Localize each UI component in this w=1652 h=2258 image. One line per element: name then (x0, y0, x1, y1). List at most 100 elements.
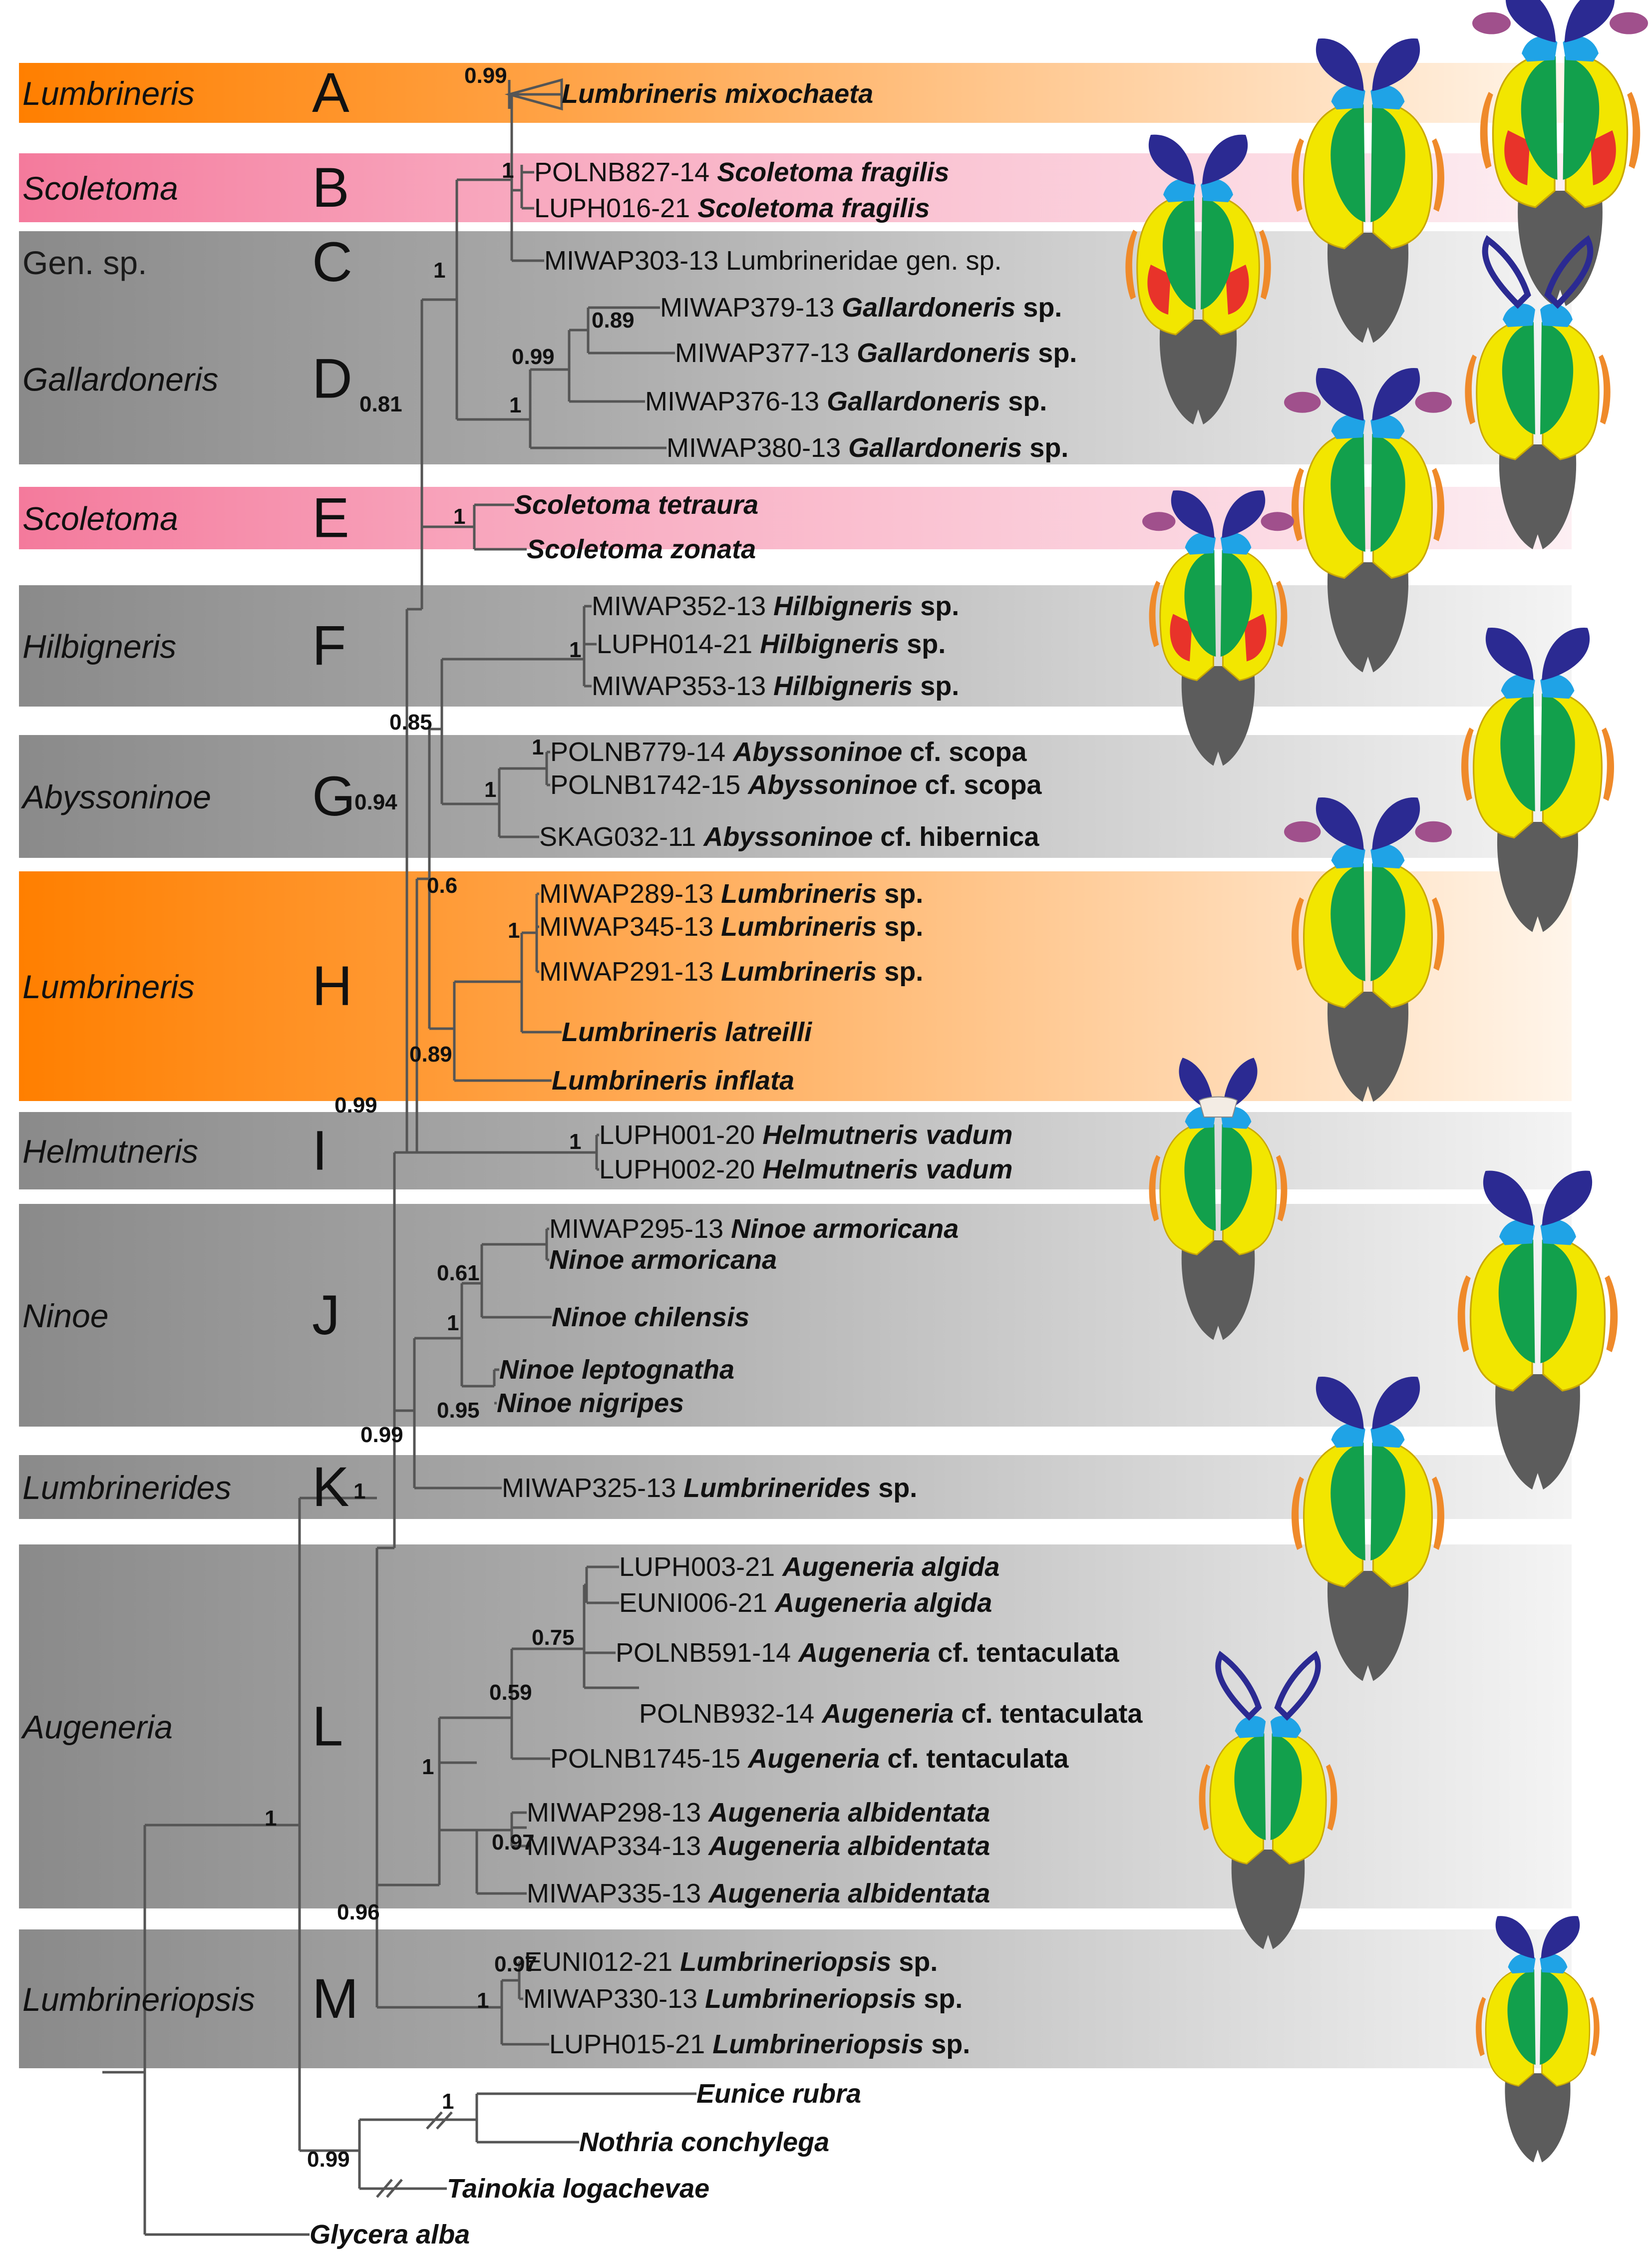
clade-letter-label: H (312, 955, 352, 1017)
branch (453, 892, 562, 1082)
support-value: 1 (433, 258, 445, 283)
clade-band-d (19, 293, 1572, 464)
clade-letter-label: D (312, 348, 352, 410)
support-value: 1 (509, 393, 521, 417)
jaw-drawing-i (1149, 1058, 1288, 1340)
jaw-drawing-e (1284, 368, 1452, 673)
tip-label: SKAG032-11 Abyssoninoe cf. hibernica (539, 822, 1039, 852)
support-value: 0.99 (334, 1093, 377, 1118)
branch (420, 298, 457, 527)
clade-band-c (19, 231, 1572, 293)
tip-label: POLNB779-14 Abyssoninoe cf. scopa (550, 737, 1027, 767)
clade-genus-label: Gallardoneris (22, 361, 219, 398)
tree-branches (102, 78, 696, 2236)
support-value: 0.99 (512, 345, 555, 369)
tip-label: LUPH014-21 Hilbigneris sp. (597, 629, 946, 659)
clade-letter-label: M (312, 1967, 358, 2030)
tip-label: MIWAP353-13 Hilbigneris sp. (592, 671, 959, 701)
support-value: 1 (569, 638, 581, 662)
support-value: 1 (569, 1129, 581, 1154)
support-value: 0.89 (409, 1042, 452, 1067)
clade-band-f (19, 585, 1572, 707)
tip-label: LUPH003-21 Augeneria algida (619, 1552, 999, 1582)
tip-label: POLNB591-14 Augeneria cf. tentaculata (616, 1638, 1119, 1668)
tip-label: MIWAP295-13 Ninoe armoricana (549, 1214, 959, 1244)
support-value: 0.59 (489, 1680, 532, 1705)
support-value: 1 (442, 2089, 454, 2114)
branch (520, 165, 534, 210)
support-value: 0.6 (427, 873, 457, 898)
clade-genus-label: Lumbrineriopsis (22, 1981, 255, 2018)
support-value: 0.99 (464, 63, 507, 88)
branch (375, 1411, 441, 2009)
tip-label: MIWAP377-13 Gallardoneris sp. (675, 338, 1077, 368)
tip-label: Nothria conchylega (579, 2127, 829, 2157)
branch (510, 1565, 639, 1760)
branch (389, 1960, 549, 2046)
jaw-drawing-k (1292, 1377, 1444, 1681)
branch (422, 503, 527, 551)
jaw-drawing-f (1142, 490, 1294, 766)
support-value: 0.75 (532, 1625, 575, 1650)
tip-label: Lumbrineris mixochaeta (562, 79, 873, 109)
jaw-drawing-c (1125, 134, 1271, 424)
support-value: 1 (508, 918, 520, 943)
tip-label: Lumbrineris latreilli (562, 1017, 812, 1047)
clade-letter-label: F (312, 615, 346, 677)
clade-genus-label: Helmutneris (22, 1133, 198, 1170)
branch (457, 370, 532, 421)
tip-label: MIWAP303-13 Lumbrineridae gen. sp. (544, 246, 1001, 276)
jaw-drawing-l (1199, 1650, 1337, 1949)
support-value: 1 (502, 158, 514, 183)
branch (407, 1133, 599, 1171)
tip-label: MIWAP291-13 Lumbrineris sp. (539, 957, 923, 987)
clade-band-j (19, 1204, 1572, 1427)
tip-label: MIWAP330-13 Lumbrineriopsis sp. (523, 1984, 963, 2014)
clade-band-a (19, 63, 1572, 123)
tip-label: LUPH002-20 Helmutneris vadum (599, 1154, 1012, 1184)
support-values: 0.99110.890.9910.81110.85110.940.610.890… (265, 63, 635, 2172)
branch (102, 1824, 310, 2236)
tip-label: MIWAP380-13 Gallardoneris sp. (666, 433, 1068, 463)
tip-label: MIWAP352-13 Hilbigneris sp. (592, 591, 959, 621)
support-value: 1 (265, 1806, 277, 1831)
clade-genus-label: Lumbrineris (22, 75, 195, 112)
tip-label: POLNB827-14 Scoletoma fragilis (534, 157, 949, 187)
clade-genus-label: Augeneria (20, 1709, 173, 1746)
branch (440, 659, 550, 838)
tip-label: Ninoe leptognatha (499, 1355, 734, 1385)
clade-letter-label: B (312, 156, 349, 219)
tip-label: Ninoe chilensis (552, 1302, 749, 1332)
tip-label: POLNB932-14 Augeneria cf. tentaculata (639, 1699, 1143, 1729)
clade-letter-label: J (312, 1284, 340, 1346)
clade-genus-label: Lumbrineris (22, 968, 195, 1005)
tip-label: Glycera alba (310, 2220, 470, 2250)
tip-label: LUPH015-21 Lumbrineriopsis sp. (549, 2029, 970, 2059)
support-value: 1 (447, 1311, 459, 1335)
tip-label: POLNB1742-15 Abyssoninoe cf. scopa (550, 770, 1042, 800)
support-value: 0.89 (592, 308, 635, 333)
clade-genus-label: Abyssoninoe (20, 778, 211, 815)
tip-label: MIWAP289-13 Lumbrineris sp. (539, 879, 923, 909)
branch (298, 1497, 377, 1825)
tip-label: MIWAP379-13 Gallardoneris sp. (660, 293, 1062, 323)
tip-label: Ninoe armoricana (549, 1245, 777, 1275)
support-value: 0.96 (337, 1900, 380, 1924)
tip-label: MIWAP325-13 Lumbrinerides sp. (502, 1473, 917, 1503)
jaw-drawing-h (1284, 797, 1452, 1102)
tip-label: Ninoe nigripes (497, 1388, 684, 1418)
support-value: 0.94 (354, 790, 397, 814)
support-value: 1 (453, 504, 465, 529)
jaw-drawing-a (1472, 0, 1648, 306)
support-value: 0.85 (389, 710, 432, 735)
tip-label: POLNB1745-15 Augeneria cf. tentaculata (550, 1744, 1069, 1774)
support-value: 0.61 (437, 1261, 480, 1285)
support-value: 1 (532, 735, 544, 759)
clade-letter-label: I (312, 1120, 328, 1182)
support-value: 0.99 (307, 2147, 350, 2172)
branch (405, 527, 454, 1154)
